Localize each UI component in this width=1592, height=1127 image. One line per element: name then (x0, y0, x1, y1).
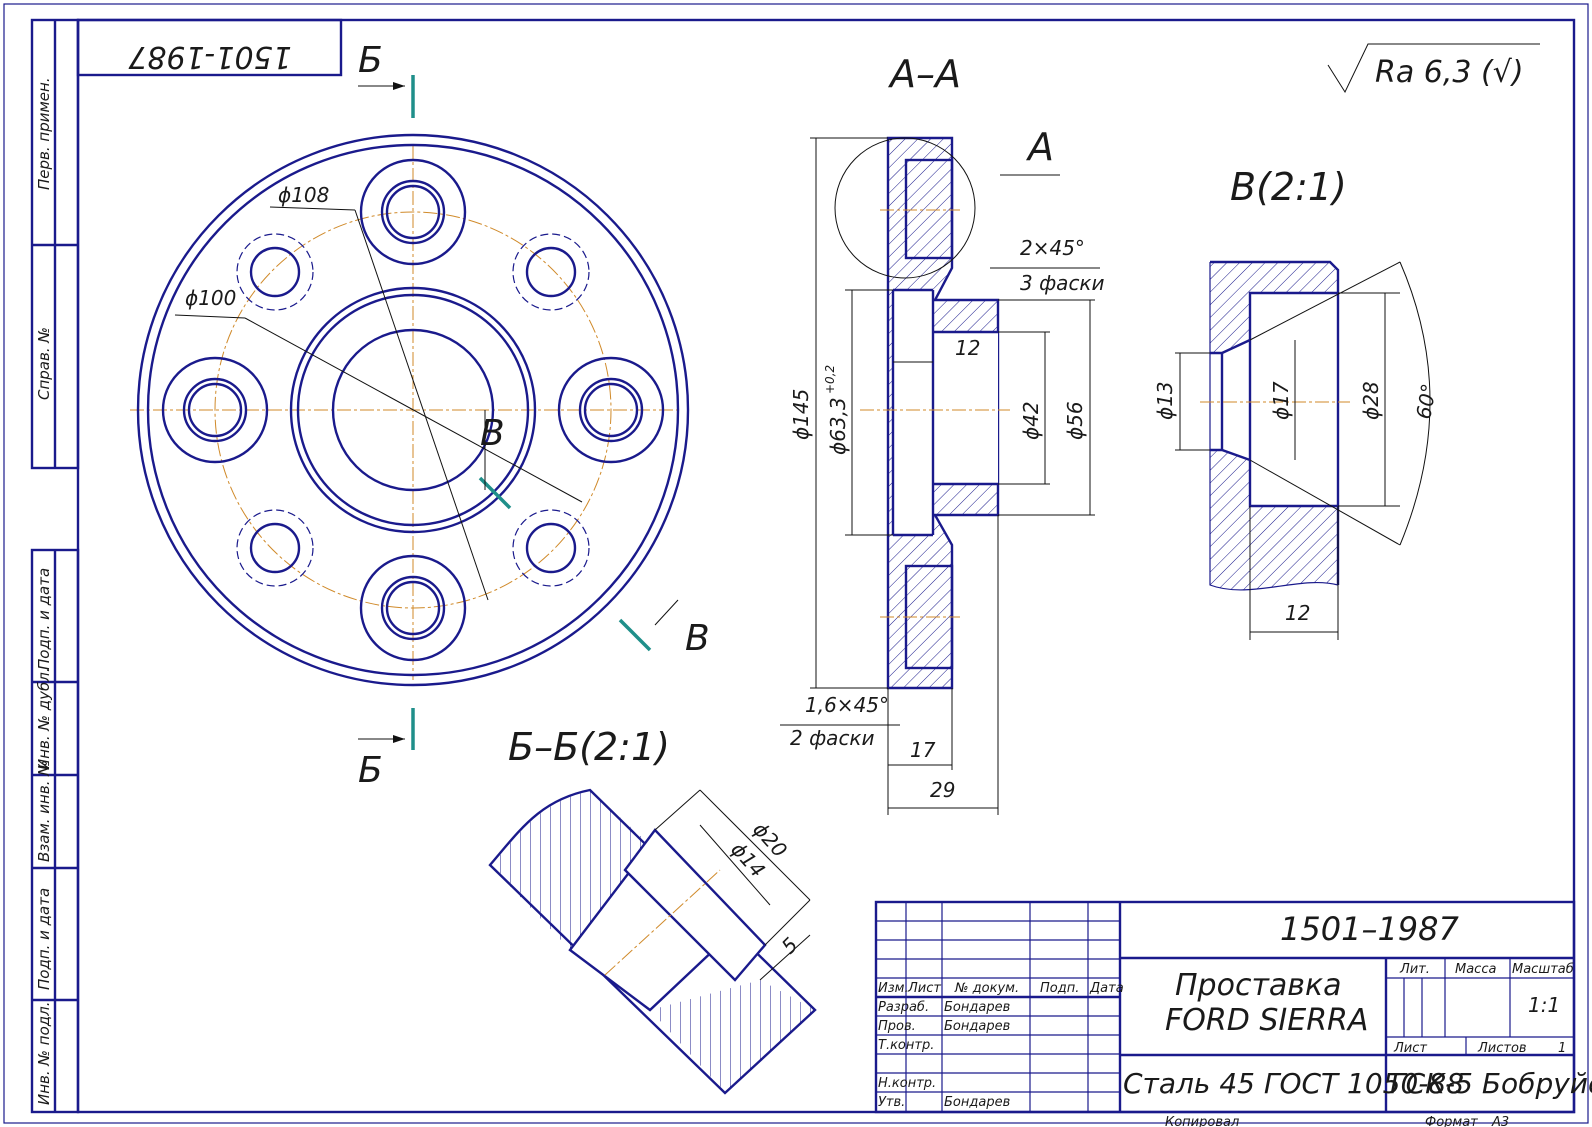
stamp-podp-data-1: Подп. и дата (35, 568, 53, 670)
hdr-list: Лист (907, 981, 941, 996)
dim-29: 29 (930, 778, 955, 802)
material: Сталь 45 ГОСТ 1050-88 (1123, 1067, 1464, 1100)
role-tkontr: Т.контр. (878, 1038, 934, 1053)
dim-12-aa: 12 (955, 336, 980, 360)
chamfer-bottom: 1,6×45° (805, 693, 889, 717)
designation: 1501–1987 (1280, 910, 1460, 948)
dim-63-3: ϕ63,3 (826, 397, 850, 455)
role-utv: Утв. (878, 1095, 905, 1110)
stamp-inv-dubl: Инв. № дубл. (35, 667, 53, 770)
stamp-vzam-inv: Взам. инв. № (35, 760, 53, 862)
organization: ГСК-5 Бобруйск (1390, 1067, 1592, 1100)
hdr-sheet: Лист (1393, 1041, 1427, 1056)
cut-label-v-2: В (685, 618, 710, 659)
hdr-massa: Масса (1455, 962, 1496, 977)
role-prov: Пров. (878, 1019, 916, 1034)
role-nkontr: Н.контр. (878, 1076, 936, 1091)
chamfer-top-note: 3 фаски (1020, 271, 1105, 295)
dim-17-aa: 17 (910, 738, 936, 762)
dim-145: ϕ145 (789, 389, 813, 440)
name-razrab: Бондарев (944, 1000, 1010, 1015)
stamp-sprav-no: Справ. № (35, 327, 53, 400)
cut-label-v-1: В (480, 413, 505, 454)
part-name-1: Проставка (1175, 968, 1342, 1003)
dim-63-3-tol: +0,2 (823, 365, 837, 394)
dim-13: ϕ13 (1153, 381, 1177, 420)
detail-a-label: А (1025, 125, 1054, 169)
small-bolt-holes (236, 233, 590, 587)
hdr-sheets: Листов (1477, 1041, 1527, 1056)
dim-17-v: ϕ17 (1269, 381, 1293, 420)
name-utv: Бондарев (944, 1095, 1010, 1110)
stamp-podp-data-2: Подп. и дата (35, 888, 53, 990)
stamp-perv-primen: Перв. примен. (35, 77, 53, 190)
hdr-podp: Подп. (1040, 981, 1079, 996)
name-prov: Бондарев (944, 1019, 1010, 1034)
roughness-label: Ra 6,3 (√) (1375, 55, 1524, 90)
hdr-doc: № докум. (954, 981, 1019, 996)
hdr-data: Дата (1089, 981, 1124, 996)
title-block: Изм. Лист № докум. Подп. Дата Разраб. Пр… (874, 900, 1592, 1127)
roughness-symbol: Ra 6,3 (√) (1327, 43, 1540, 94)
copied-label: Копировал (1165, 1115, 1239, 1127)
dim-42: ϕ42 (1019, 401, 1043, 440)
dim-56: ϕ56 (1063, 401, 1087, 440)
chamfer-top: 2×45° (1020, 236, 1085, 260)
dim-108: ϕ108 (278, 183, 329, 207)
detail-v: В(2:1) ϕ13 ϕ17 ϕ28 60° 12 (1153, 165, 1441, 640)
section-bb-title: Б–Б(2:1) (508, 725, 670, 769)
dim-12-v: 12 (1285, 601, 1310, 625)
role-razrab: Разраб. (878, 1000, 929, 1015)
hdr-izm: Изм. (878, 981, 909, 996)
stamp-inv-podl: Инв. № подл. (35, 1002, 53, 1105)
hdr-masshtab: Масштаб (1512, 962, 1574, 977)
chamfer-bottom-note: 2 фаски (790, 726, 875, 750)
sheets-count: 1 (1558, 1041, 1566, 1056)
dim-28: ϕ28 (1359, 381, 1383, 420)
section-bb: Б–Б(2:1) ϕ20 ϕ14 5 (488, 725, 817, 1095)
part-name-2: FORD SIERRA (1165, 1003, 1368, 1038)
cut-v-2 (618, 618, 652, 652)
format-value: А3 (1491, 1115, 1509, 1127)
rotated-designation: 1501-1987 (128, 39, 292, 74)
drawing-frame (3, 3, 1589, 1124)
scale-value: 1:1 (1528, 993, 1560, 1017)
side-stamp-labels: Перв. примен. Справ. № Подп. и дата Инв.… (35, 77, 53, 1105)
section-aa: А–А А ϕ145 ϕ63,3 +0,2 ϕ42 (780, 52, 1105, 815)
front-view: ϕ108 ϕ100 Б Б В В (130, 40, 710, 791)
cut-label-b-bottom: Б (358, 750, 383, 791)
section-aa-title: А–А (887, 52, 961, 96)
detail-v-title: В(2:1) (1230, 165, 1347, 209)
hdr-lit: Лит. (1399, 962, 1430, 977)
dim-100: ϕ100 (185, 286, 236, 310)
angle-60: 60° (1411, 382, 1441, 421)
format-label: Формат (1425, 1115, 1478, 1127)
large-bolt-holes (161, 158, 665, 662)
cut-label-b-top: Б (358, 40, 383, 81)
